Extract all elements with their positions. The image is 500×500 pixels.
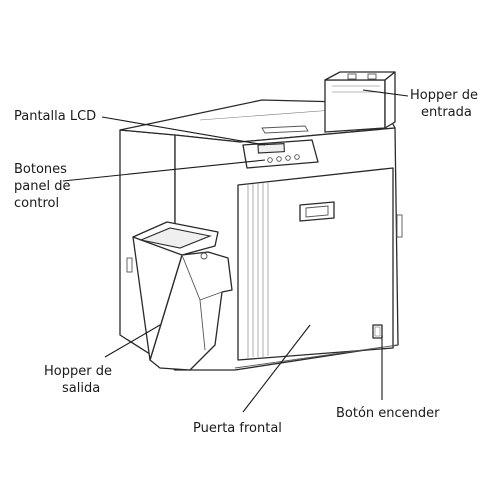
label-power-button: Botón encender: [336, 406, 440, 421]
label-buttons-line-1: Botones: [14, 162, 67, 177]
leader-hopper-in: [362, 89, 409, 97]
panel-button-1[interactable]: [267, 157, 273, 163]
front-door[interactable]: [237, 167, 394, 361]
label-hopper-out-line-2: salida: [62, 381, 100, 396]
leader-hopper-out: [104, 324, 161, 358]
label-buttons-line-3: control: [14, 196, 59, 211]
power-button[interactable]: [372, 324, 383, 339]
leader-buttons: [62, 159, 266, 182]
label-hopper-in-line-2: entrada: [421, 105, 472, 120]
label-buttons-line-2: panel de: [14, 179, 70, 194]
door-handle[interactable]: [299, 201, 335, 222]
leader-lcd: [101, 116, 266, 146]
leader-front-door: [242, 324, 311, 413]
output-hopper[interactable]: [132, 221, 233, 371]
lcd-screen: [257, 143, 285, 154]
label-hopper-out-line-1: Hopper de: [44, 364, 112, 379]
panel-button-4[interactable]: [294, 154, 300, 160]
printer-illustration: [119, 71, 403, 371]
label-hopper-in-line-1: Hopper de: [410, 88, 478, 103]
control-panel: [242, 139, 319, 169]
panel-button-3[interactable]: [285, 155, 291, 161]
label-lcd: Pantalla LCD: [14, 109, 96, 124]
input-hopper[interactable]: [324, 71, 396, 133]
panel-button-2[interactable]: [276, 156, 282, 162]
label-front-door: Puerta frontal: [193, 421, 282, 436]
